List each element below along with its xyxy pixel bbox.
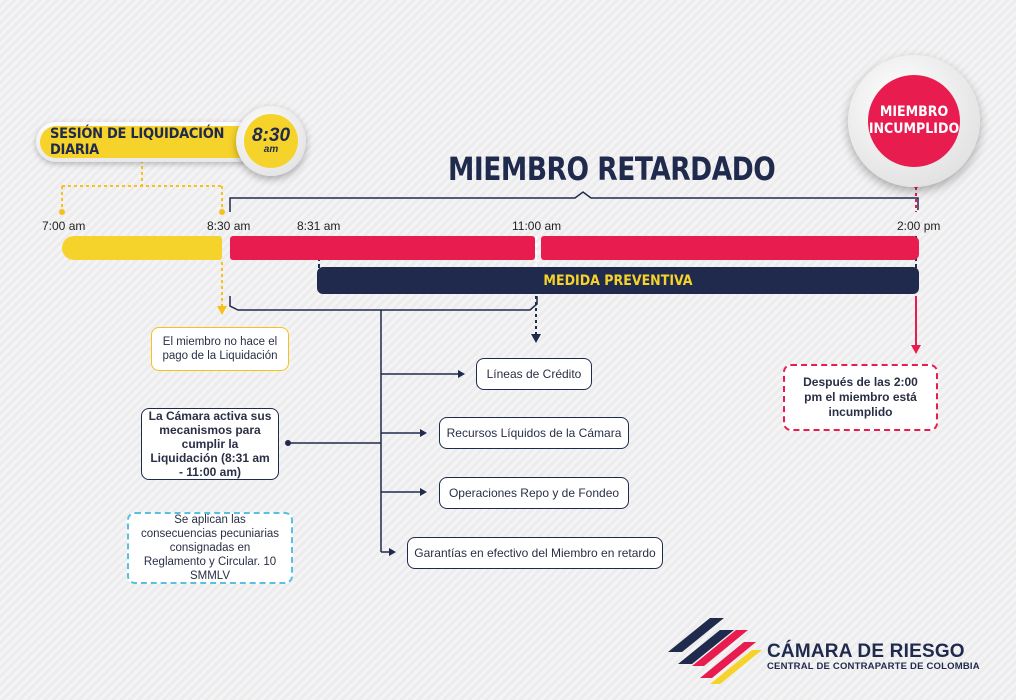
- logo-title: CÁMARA DE RIESGO: [767, 641, 965, 662]
- mecanismo-operaciones-repo: Operaciones Repo y de Fondeo: [439, 477, 629, 509]
- time-label-830: 8:30 am: [207, 219, 251, 233]
- mecanismo-recursos-liquidos: Recursos Líquidos de la Cámara: [439, 417, 629, 449]
- box-consecuencias: Se aplican las consecuencias pecuniarias…: [127, 512, 293, 584]
- time-label-700: 7:00 am: [42, 219, 86, 233]
- sesion-label: SESIÓN DE LIQUIDACIÓN DIARIA: [40, 126, 254, 158]
- mecanismo-lineas-credito: Líneas de Crédito: [476, 358, 592, 390]
- clock-time: 8:30: [251, 125, 291, 146]
- diagram-title: MIEMBRO RETARDADO: [448, 150, 776, 188]
- mecanismo-garantias-efectivo: Garantías en efectivo del Miembro en ret…: [407, 537, 663, 569]
- logo-subtitle: CENTRAL DE CONTRAPARTE DE COLOMBIA: [767, 661, 980, 672]
- timeline-bar-red-2: [541, 236, 919, 260]
- time-label-200: 2:00 pm: [897, 219, 941, 233]
- incumplido-line2: INCUMPLIDO: [868, 121, 960, 137]
- time-label-1100: 11:00 am: [512, 219, 562, 233]
- incumplido-badge: MIEMBRO INCUMPLIDO: [848, 55, 980, 187]
- camara-riesgo-logo-icon: [668, 618, 762, 684]
- sesion-pill: SESIÓN DE LIQUIDACIÓN DIARIA: [36, 122, 258, 162]
- time-label-831: 8:31 am: [297, 219, 341, 233]
- box-no-pago: El miembro no hace el pago de la Liquida…: [151, 327, 289, 371]
- incumplido-line1: MIEMBRO: [879, 104, 949, 120]
- timeline-bar-red-1: [230, 236, 535, 260]
- clock-badge: 8:30 am: [236, 106, 306, 176]
- box-despues-incumplido: Después de las 2:00 pm el miembro está i…: [783, 364, 938, 431]
- medida-preventiva-bar: MEDIDA PREVENTIVA: [317, 267, 919, 294]
- clock-ampm: am: [263, 144, 279, 155]
- timeline-bar-yellow: [62, 236, 222, 260]
- box-camara-activa: La Cámara activa sus mecanismos para cum…: [141, 408, 279, 480]
